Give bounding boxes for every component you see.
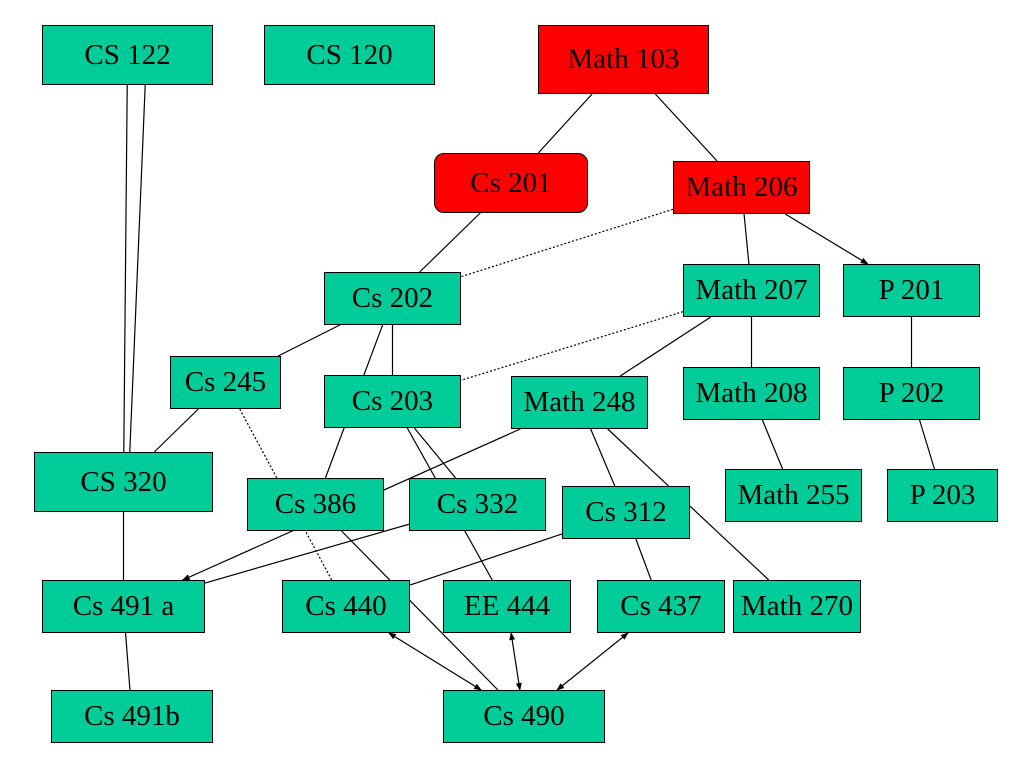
- node-p202: P 202: [843, 367, 980, 420]
- edge-cs245-cs320: [153, 408, 199, 453]
- edge-cs437-cs490: [556, 632, 629, 691]
- node-math103: Math 103: [538, 25, 709, 94]
- edge-cs122-cs320: [129, 84, 146, 453]
- node-ee444: EE 444: [443, 580, 571, 633]
- edge-math207-math248: [619, 316, 712, 377]
- edge-math103-math206: [654, 93, 718, 162]
- node-p203: P 203: [887, 469, 998, 522]
- edge-math208-math255: [761, 419, 784, 470]
- edge-cs312-cs437: [635, 538, 652, 581]
- edge-cs203-cs332: [413, 427, 457, 479]
- node-cs203: Cs 203: [324, 375, 461, 428]
- node-math206: Math 206: [673, 161, 810, 214]
- edge-cs440-cs490: [388, 632, 482, 691]
- edge-math206-p201: [784, 213, 869, 265]
- node-math270: Math 270: [733, 580, 861, 633]
- node-cs437: Cs 437: [597, 580, 725, 633]
- edge-cs312-cs440: [409, 533, 563, 586]
- node-math207: Math 207: [683, 264, 820, 317]
- edge-cs201-cs202: [419, 212, 481, 273]
- node-cs490: Cs 490: [443, 690, 605, 743]
- node-cs122: CS 122: [42, 25, 213, 85]
- node-math248: Math 248: [511, 376, 648, 429]
- edge-math206-cs202: [460, 208, 674, 278]
- node-cs201: Cs 201: [434, 153, 588, 213]
- node-cs320: CS 320: [34, 452, 213, 512]
- node-cs312: Cs 312: [562, 486, 690, 539]
- edge-cs491a-cs491b: [124, 632, 131, 691]
- edge-ee444-cs490: [509, 632, 522, 691]
- edge-math103-cs201: [537, 93, 593, 154]
- node-cs440: Cs 440: [282, 580, 410, 633]
- node-math208: Math 208: [683, 367, 820, 420]
- node-cs386: Cs 386: [247, 478, 384, 531]
- node-cs491b: Cs 491b: [51, 690, 213, 743]
- edge-cs332-cs491a: [204, 523, 410, 584]
- edge-p202-p203: [918, 419, 936, 470]
- edge-math206-math207: [743, 213, 750, 265]
- node-math255: Math 255: [725, 469, 862, 522]
- edge-math248-cs312: [590, 428, 616, 487]
- node-cs332: Cs 332: [409, 478, 546, 531]
- node-cs120: CS 120: [264, 25, 435, 85]
- node-cs491a: Cs 491 a: [42, 580, 205, 633]
- node-cs245: Cs 245: [170, 356, 281, 409]
- edge-cs122-cs320: [123, 84, 128, 453]
- edge-cs202-cs245: [277, 324, 341, 357]
- node-p201: P 201: [843, 264, 980, 317]
- node-cs202: Cs 202: [324, 272, 461, 325]
- edge-math207-cs203: [460, 311, 684, 381]
